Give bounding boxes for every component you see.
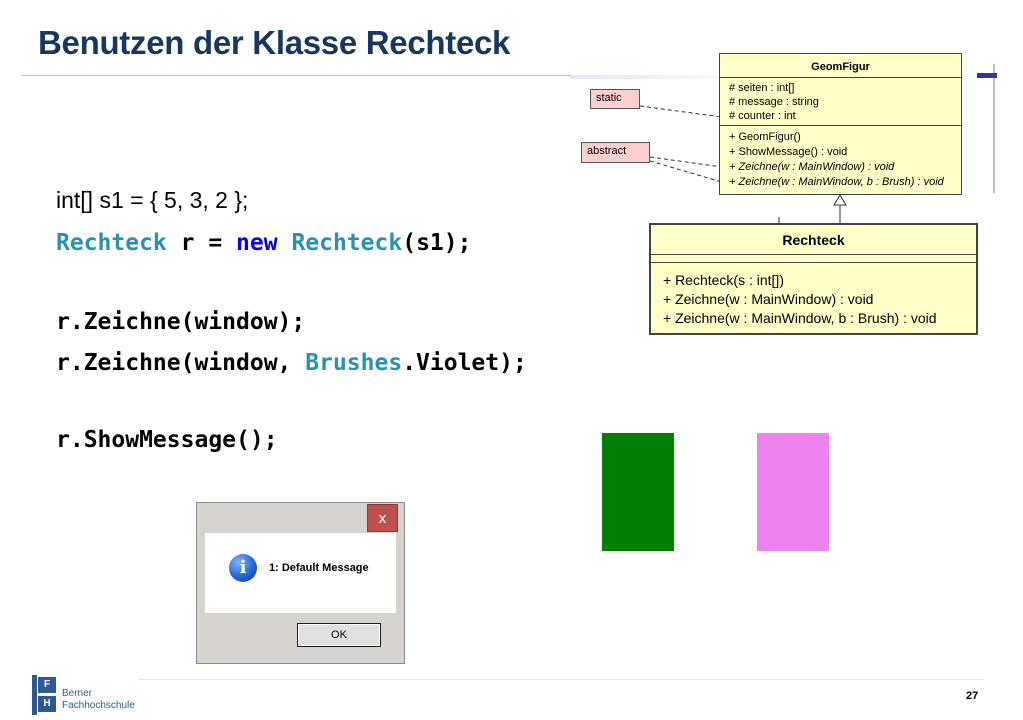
green-rectangle [602, 433, 674, 551]
code-text: r = [166, 230, 237, 256]
institution-name: Berner Fachhochschule [62, 688, 135, 712]
abstract-note-link-1 [649, 156, 723, 168]
logo-bar [32, 675, 37, 715]
code-line-3: r.Zeichne(window); [56, 309, 306, 335]
code-text: (s1); [402, 230, 472, 256]
class-attribute: # seiten : int[] [729, 82, 795, 94]
class-method: + GeomFigur() [729, 131, 801, 143]
class-attribute: # message : string [729, 96, 819, 108]
note-abstract: abstract [581, 142, 650, 163]
footer-divider [138, 679, 984, 680]
code-type-brushes: Brushes [305, 350, 403, 376]
message-dialog: x i 1: Default Message OK [196, 502, 405, 664]
code-line-2: Rechteck r = new Rechteck(s1); [56, 230, 471, 256]
title-divider [22, 75, 570, 76]
class-divider [651, 254, 976, 255]
violet-rectangle [757, 433, 829, 551]
code-line-4: r.Zeichne(window, Brushes.Violet); [56, 350, 527, 376]
logo-text-line: Fachhochschule [62, 700, 135, 711]
class-method: + Zeichne(w : MainWindow) : void [663, 291, 874, 307]
logo-letter-f: F [38, 677, 56, 693]
class-method-abstract: + Zeichne(w : MainWindow) : void [729, 161, 895, 173]
inheritance-arrow-icon [833, 194, 847, 206]
info-icon: i [229, 554, 257, 582]
title-divider-fade [570, 75, 720, 79]
class-method-abstract: + Zeichne(w : MainWindow, b : Brush) : v… [729, 176, 944, 188]
page-number: 27 [966, 690, 979, 702]
logo-text-line: Berner [62, 688, 93, 699]
code-type-rechteck: Rechteck [56, 230, 167, 256]
code-type-rechteck-ctor: Rechteck [291, 230, 403, 256]
static-note-link [639, 105, 723, 118]
dialog-message: 1: Default Message [269, 562, 369, 574]
uml-class-geomfigur: GeomFigur # seiten : int[] # message : s… [719, 53, 962, 195]
code-keyword-new: new [236, 230, 278, 256]
uml-class-rechteck: Rechteck + Rechteck(s : int[]) + Zeichne… [649, 223, 978, 335]
side-marker [977, 73, 997, 78]
code-text: .Violet); [402, 350, 527, 376]
class-name: Rechteck [782, 232, 845, 248]
logo-letter-h: H [38, 696, 56, 712]
close-button[interactable]: x [367, 504, 398, 532]
class-divider [651, 262, 976, 263]
code-text: r.Zeichne(window, [56, 350, 306, 376]
bfh-logo-icon: F H [32, 675, 56, 715]
slide-title: Benutzen der Klasse Rechteck [38, 24, 511, 61]
class-divider [720, 125, 961, 126]
dialog-content: i 1: Default Message [205, 533, 396, 613]
class-method: + Rechteck(s : int[]) [663, 272, 784, 288]
class-name: GeomFigur [811, 61, 870, 73]
class-divider [720, 77, 961, 78]
class-method: + Zeichne(w : MainWindow, b : Brush) : v… [663, 310, 937, 326]
note-static: static [590, 89, 640, 109]
abstract-note-link-2 [649, 160, 723, 183]
ok-button[interactable]: OK [297, 623, 381, 647]
code-line-5: r.ShowMessage(); [56, 427, 278, 453]
class-method: + ShowMessage() : void [729, 146, 848, 158]
class-attribute: # counter : int [729, 110, 796, 122]
code-line-1: int[] s1 = { 5, 3, 2 }; [56, 187, 249, 213]
